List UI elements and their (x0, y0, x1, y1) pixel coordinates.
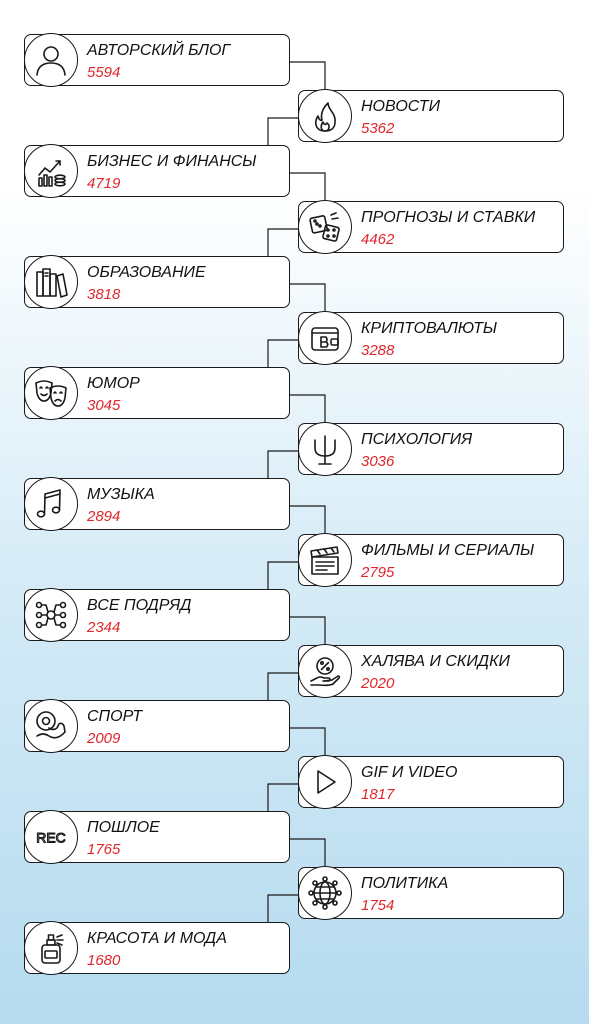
category-count: 4719 (87, 175, 121, 192)
category-name: СПОРТ (87, 708, 143, 725)
category-count: 1817 (361, 786, 395, 803)
category-count: 5594 (87, 64, 121, 81)
connector-line (290, 505, 326, 534)
category-card[interactable]: МУЗЫКА 2894 (24, 477, 290, 531)
connector-line (267, 783, 298, 811)
discount-hand-icon (298, 644, 352, 698)
category-name: GIF И VIDEO (361, 764, 458, 781)
music-notes-icon (24, 477, 78, 531)
play-icon (298, 755, 352, 809)
dice-icon (298, 200, 352, 254)
category-name: КРИПТОВАЛЮТЫ (361, 320, 498, 337)
category-name: ПОШЛОЕ (87, 819, 160, 836)
clapperboard-icon (298, 533, 352, 587)
globe-icon (298, 866, 352, 920)
category-count: 2344 (87, 619, 121, 636)
category-card[interactable]: ПРОГНОЗЫ И СТАВКИ 4462 (298, 200, 564, 254)
connector-line (267, 672, 298, 700)
connector-line (290, 838, 326, 867)
category-name: ПСИХОЛОГИЯ (361, 431, 473, 448)
category-card[interactable]: GIF И VIDEO 1817 (298, 755, 564, 809)
connector-line (267, 228, 298, 256)
category-count: 2009 (87, 730, 121, 747)
category-card[interactable]: ВСЕ ПОДРЯД 2344 (24, 588, 290, 642)
category-card[interactable]: ОБРАЗОВАНИЕ 3818 (24, 255, 290, 309)
category-card[interactable]: ЮМОР 3045 (24, 366, 290, 420)
category-name: ХАЛЯВА И СКИДКИ (361, 653, 510, 670)
fire-icon (298, 89, 352, 143)
connector-line (267, 894, 298, 922)
finance-chart-icon (24, 144, 78, 198)
category-card[interactable]: ХАЛЯВА И СКИДКИ 2020 (298, 644, 564, 698)
category-card[interactable]: КРИПТОВАЛЮТЫ 3288 (298, 311, 564, 365)
connector-line (267, 339, 298, 367)
category-name: МУЗЫКА (87, 486, 155, 503)
category-name: ВСЕ ПОДРЯД (87, 597, 192, 614)
category-count: 1765 (87, 841, 121, 858)
theater-masks-icon (24, 366, 78, 420)
category-count: 1680 (87, 952, 121, 969)
category-name: БИЗНЕС И ФИНАНСЫ (87, 153, 257, 170)
connector-line (290, 283, 326, 312)
psi-icon (298, 422, 352, 476)
network-nodes-icon (24, 588, 78, 642)
connector-line (290, 727, 326, 756)
user-icon (24, 33, 78, 87)
category-name: КРАСОТА И МОДА (87, 930, 227, 947)
category-card[interactable]: СПОРТ 2009 (24, 699, 290, 753)
category-name: ПОЛИТИКА (361, 875, 449, 892)
category-name: ЮМОР (87, 375, 140, 392)
category-name: АВТОРСКИЙ БЛОГ (87, 42, 231, 59)
svg-text:REC: REC (36, 830, 66, 846)
category-card[interactable]: ПОЛИТИКА 1754 (298, 866, 564, 920)
connector-line (267, 561, 298, 589)
category-card[interactable]: НОВОСТИ 5362 (298, 89, 564, 143)
category-card[interactable]: ФИЛЬМЫ И СЕРИАЛЫ 2795 (298, 533, 564, 587)
category-count: 5362 (361, 120, 395, 137)
connector-line (290, 172, 326, 201)
category-count: 2795 (361, 564, 395, 581)
category-count: 3045 (87, 397, 121, 414)
crypto-wallet-icon (298, 311, 352, 365)
category-card[interactable]: ПСИХОЛОГИЯ 3036 (298, 422, 564, 476)
sport-icon (24, 699, 78, 753)
category-card[interactable]: АВТОРСКИЙ БЛОГ 5594 (24, 33, 290, 87)
category-count: 3818 (87, 286, 121, 303)
category-count: 1754 (361, 897, 395, 914)
perfume-icon (24, 921, 78, 975)
rec-icon: REC (24, 810, 78, 864)
category-name: ФИЛЬМЫ И СЕРИАЛЫ (361, 542, 535, 559)
connector-line (267, 450, 298, 478)
category-count: 2020 (361, 675, 395, 692)
books-icon (24, 255, 78, 309)
connector-line (290, 61, 326, 90)
connector-line (267, 117, 298, 145)
category-count: 3036 (361, 453, 395, 470)
category-name: НОВОСТИ (361, 98, 441, 115)
category-name: ОБРАЗОВАНИЕ (87, 264, 206, 281)
category-count: 3288 (361, 342, 395, 359)
category-count: 4462 (361, 231, 395, 248)
connector-line (290, 616, 326, 645)
category-card[interactable]: БИЗНЕС И ФИНАНСЫ 4719 (24, 144, 290, 198)
category-name: ПРОГНОЗЫ И СТАВКИ (361, 209, 536, 226)
connector-line (290, 394, 326, 423)
category-card[interactable]: КРАСОТА И МОДА 1680 (24, 921, 290, 975)
category-card[interactable]: REC ПОШЛОЕ 1765 (24, 810, 290, 864)
category-count: 2894 (87, 508, 121, 525)
